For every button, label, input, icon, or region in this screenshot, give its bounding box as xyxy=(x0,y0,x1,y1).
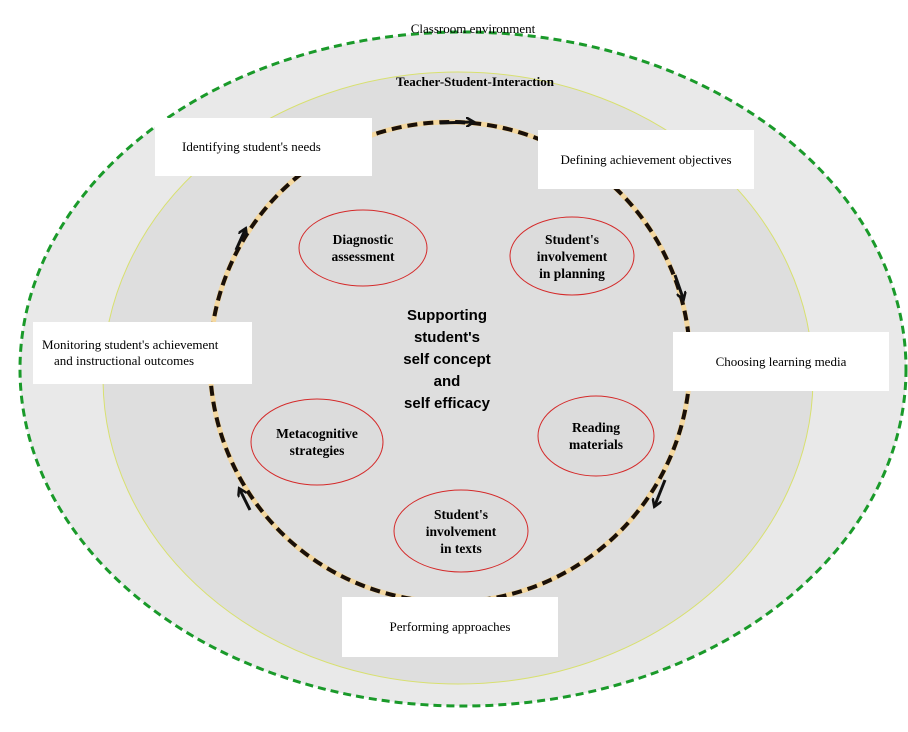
step-monitoring: Monitoring student's achievement and ins… xyxy=(33,322,252,384)
center-line: self concept xyxy=(403,351,491,368)
oval-reading xyxy=(537,395,655,477)
arrow-left-lower xyxy=(240,490,252,511)
step-performing: Performing approaches xyxy=(342,597,558,657)
oval-texts-text: Student's involvement in texts xyxy=(394,490,528,572)
step-identifying-text: Identifying student's needs xyxy=(182,139,321,154)
arrow-left-upper xyxy=(234,230,245,251)
oval-line: materials xyxy=(569,437,623,452)
oval-line: involvement xyxy=(425,523,497,539)
oval-line: Student's xyxy=(544,231,600,247)
arrow-right-upper xyxy=(673,274,683,298)
step-choosing: Choosing learning media xyxy=(673,332,889,391)
oval-texts xyxy=(393,489,529,573)
step-choosing-text: Choosing learning media xyxy=(715,353,847,369)
oval-reading-text: Reading materials xyxy=(538,396,654,476)
oval-metacognitive-text: Metacognitive strategies xyxy=(251,399,383,485)
center-title: Supporting student's self concept and se… xyxy=(357,305,537,415)
teacher-student-interaction-label: Teacher-Student-Interaction xyxy=(396,74,554,89)
arrow-top xyxy=(439,122,472,123)
step-defining: Defining achievement objectives xyxy=(538,130,754,189)
oval-diagnostic xyxy=(298,209,428,287)
oval-line: Diagnostic xyxy=(332,232,394,247)
classroom-environment-label: Classroom environment xyxy=(410,21,536,36)
oval-diagnostic-text: Diagnostic assessment xyxy=(299,210,427,286)
oval-planning xyxy=(509,216,635,296)
step-monitoring-line1: Monitoring student's achievement xyxy=(42,337,219,352)
oval-line: Metacognitive xyxy=(276,426,358,441)
oval-planning-text: Student's involvement in planning xyxy=(510,217,634,295)
arrow-right-lower xyxy=(655,479,667,505)
center-line: student's xyxy=(413,329,481,346)
oval-line: in texts xyxy=(440,540,482,556)
oval-line: Reading xyxy=(571,420,620,435)
oval-metacognitive xyxy=(250,398,384,486)
oval-line: strategies xyxy=(289,443,345,458)
step-monitoring-line2: and instructional outcomes xyxy=(54,353,195,368)
oval-line: in planning xyxy=(539,265,605,281)
step-defining-text: Defining achievement objectives xyxy=(560,151,732,167)
step-identifying: Identifying student's needs xyxy=(155,118,372,176)
step-performing-text: Performing approaches xyxy=(389,619,511,634)
center-line: Supporting xyxy=(407,307,487,324)
oval-line: Student's xyxy=(433,506,489,522)
center-line: self efficacy xyxy=(404,395,490,412)
center-line: and xyxy=(433,373,461,390)
oval-line: involvement xyxy=(536,248,608,264)
oval-line: assessment xyxy=(331,249,395,264)
